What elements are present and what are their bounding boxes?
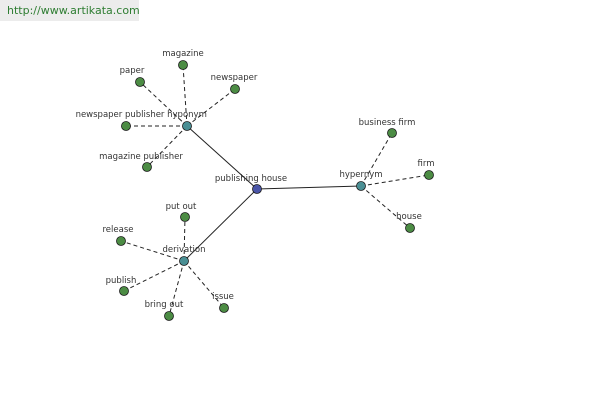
term-label-issue: issue [212,292,234,302]
source-link[interactable]: http://www.artikata.com [7,4,140,17]
term-label-publish: publish [106,276,137,286]
edge-publishing-house-derivation [183,188,258,262]
relation-node-derivation[interactable] [179,256,189,266]
term-node-paper[interactable] [135,77,145,87]
edge-hyponym-paper [139,81,188,127]
term-node-newspaper-publisher[interactable] [121,121,131,131]
center-label-publishing-house: publishing house [215,174,287,184]
term-node-magazine[interactable] [178,60,188,70]
term-label-release: release [103,225,134,235]
term-label-paper: paper [120,66,145,76]
term-label-house: house [396,212,422,222]
term-node-newspaper[interactable] [230,84,240,94]
edge-hyponym-magazine-publisher [146,125,188,168]
term-label-put-out: put out [166,202,197,212]
term-node-business-firm[interactable] [387,128,397,138]
graph-labels: magazine paper newspaper newspaper publishe… [76,49,435,310]
term-node-issue[interactable] [219,303,229,313]
term-node-magazine-publisher[interactable] [142,162,152,172]
term-node-put-out[interactable] [180,212,190,222]
graph-nodes [116,60,434,321]
edge-derivation-put-out [183,216,186,262]
edge-publishing-house-hypernym [256,185,362,190]
relation-label-hyponym: hyponym [167,110,207,120]
relation-label-derivation: derivation [162,245,205,255]
term-label-business-firm: business firm [359,118,416,128]
relation-node-hypernym[interactable] [356,181,366,191]
graph-edges [120,64,430,317]
term-node-house[interactable] [405,223,415,233]
edge-hypernym-firm [360,174,430,187]
relation-node-hyponym[interactable] [182,121,192,131]
center-node-publishing-house[interactable] [252,184,262,194]
term-label-bring-out: bring out [145,300,184,310]
source-banner: http://www.artikata.com [0,0,140,21]
edge-hypernym-house [360,185,411,229]
edge-hypernym-business-firm [360,132,393,187]
term-label-newspaper-publisher: newspaper publisher [76,110,165,120]
edge-publishing-house-hyponym [186,125,258,190]
term-label-newspaper: newspaper [211,73,258,83]
term-node-firm[interactable] [424,170,434,180]
term-node-publish[interactable] [119,286,129,296]
relation-label-hypernym: hypernym [339,170,382,180]
term-label-magazine-publisher: magazine publisher [99,152,183,162]
edge-derivation-bring-out [168,260,185,317]
edge-hyponym-magazine [182,64,188,127]
term-node-bring-out[interactable] [164,311,174,321]
term-node-release[interactable] [116,236,126,246]
edge-hyponym-newspaper [186,88,236,127]
edge-derivation-issue [183,260,225,309]
term-label-firm: firm [418,159,435,169]
term-label-magazine: magazine [162,49,204,59]
